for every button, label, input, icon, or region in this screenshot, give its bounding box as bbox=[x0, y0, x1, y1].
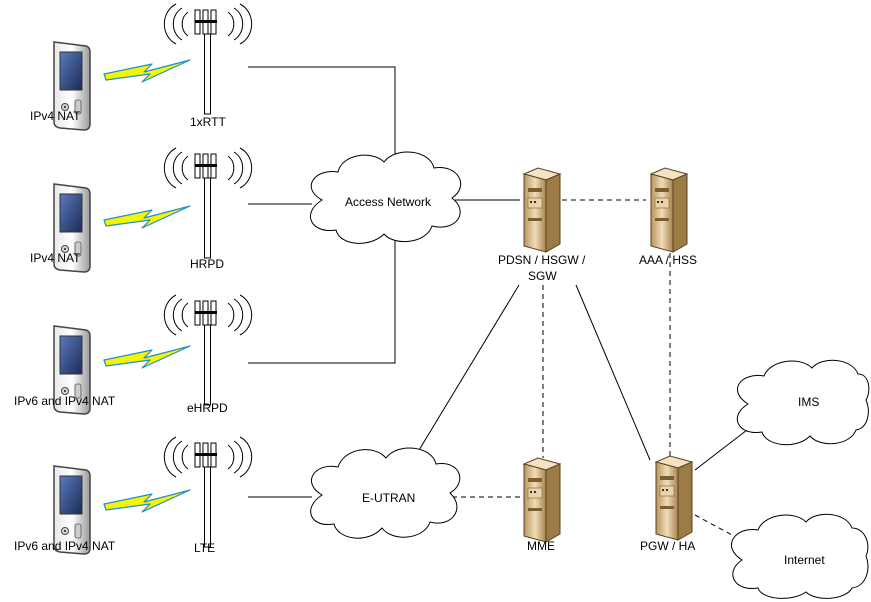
pdsn-label-line1: PDSN / HSGW / bbox=[498, 253, 586, 267]
wireless-link-icon bbox=[103, 489, 191, 513]
pgw-server-icon bbox=[655, 455, 693, 541]
pdsn-server-icon bbox=[523, 167, 561, 253]
device-label: IPv6 and IPv4 NAT bbox=[14, 394, 116, 408]
wireless-link-icon bbox=[103, 59, 191, 83]
ims-label: IMS bbox=[798, 395, 819, 409]
internet-label: Internet bbox=[784, 553, 825, 567]
aaa-server-icon bbox=[650, 167, 688, 253]
antenna-tower-icon bbox=[163, 147, 253, 259]
aaa-label: AAA / HSS bbox=[639, 253, 697, 267]
mme-label: MME bbox=[527, 539, 555, 553]
tower-label: eHRPD bbox=[187, 401, 228, 415]
tower-label: 1xRTT bbox=[190, 115, 226, 129]
mme-server-icon bbox=[523, 457, 561, 543]
pdsn-label-line2: SGW bbox=[528, 269, 557, 283]
eutran-cloud: E-UTRAN bbox=[310, 447, 461, 539]
antenna-tower-icon bbox=[163, 436, 253, 548]
access-network-cloud: Access Network bbox=[310, 151, 462, 244]
tower-label: LTE bbox=[194, 541, 215, 555]
antenna-tower-icon bbox=[163, 3, 253, 115]
ims-cloud: IMS bbox=[736, 359, 870, 446]
eutran-label: E-UTRAN bbox=[362, 491, 415, 505]
connections bbox=[248, 66, 761, 551]
tower-label: HRPD bbox=[190, 257, 224, 271]
device-label: IPv6 and IPv4 NAT bbox=[14, 539, 116, 553]
internet-cloud: Internet bbox=[730, 513, 869, 599]
device-label: IPv4 NAT bbox=[30, 251, 81, 265]
device-label: IPv4 NAT bbox=[30, 109, 81, 123]
access-network-label: Access Network bbox=[345, 195, 432, 209]
wireless-link-icon bbox=[103, 205, 191, 229]
pgw-label: PGW / HA bbox=[640, 539, 695, 553]
wireless-link-icon bbox=[103, 345, 191, 369]
